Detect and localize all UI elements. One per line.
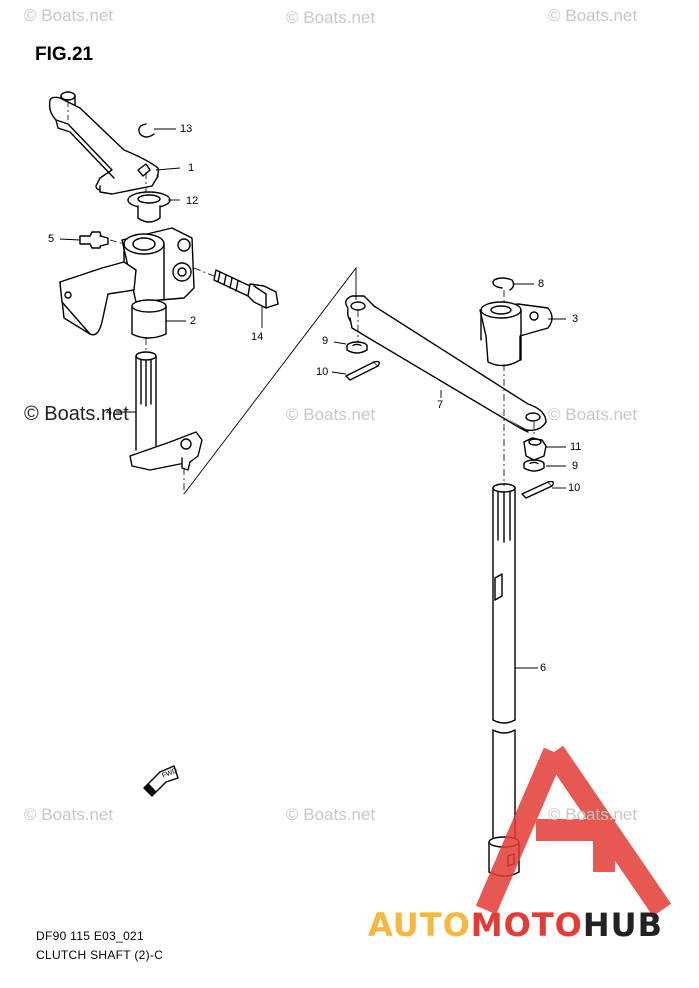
logo-part-moto: MOTO: [470, 906, 583, 944]
callout-14: 14: [251, 331, 264, 343]
callout-6: 6: [540, 662, 547, 674]
part-8-circlip: [492, 277, 515, 291]
watermark-bottom-center: © Boats.net: [286, 805, 376, 824]
watermark-mid-right: © Boats.net: [548, 405, 638, 424]
callout-9-left: 9: [322, 335, 329, 347]
leader-5: [59, 238, 81, 241]
leader-10a: [331, 371, 347, 375]
part-10-cotter-pin-left: [345, 360, 381, 381]
logo-part-hub: HUB: [582, 906, 664, 944]
part-1-clutch-lever: [48, 91, 160, 195]
callout-7: 7: [437, 399, 444, 411]
leader-1: [155, 167, 181, 171]
watermark-bottom-right: © Boats.net: [548, 805, 638, 824]
part-3-shift-lever: [479, 301, 553, 367]
part-4-lower-shaft: [129, 351, 203, 471]
fwd-arrow: [143, 765, 179, 797]
part-14-bolt: [213, 269, 279, 309]
watermark-top-right: © Boats.net: [548, 6, 638, 25]
watermark-bottom-left: © Boats.net: [24, 805, 114, 824]
watermark-top-left: © Boats.net: [24, 6, 114, 25]
part-7-link-rod: [345, 295, 547, 433]
callout-2: 2: [190, 315, 197, 327]
part-10-cotter-pin-right: [521, 480, 555, 499]
figure-code: DF90 115 E03_021: [36, 929, 144, 943]
callout-1: 1: [188, 162, 195, 174]
part-11-nut: [523, 437, 547, 461]
part-2-clutch-housing: [59, 227, 195, 339]
part-5-grease-nipple: [79, 231, 109, 249]
automotohub-triangle: [475, 745, 672, 917]
figure-name: CLUTCH SHAFT (2)-C: [36, 948, 164, 962]
watermark-top-center: © Boats.net: [286, 8, 376, 27]
callout-10-right: 10: [568, 482, 581, 494]
figure-title: FIG.21: [35, 44, 94, 65]
callout-9-right: 9: [572, 460, 579, 472]
callout-3: 3: [572, 313, 579, 325]
axis-line-bolt: [193, 267, 215, 277]
logo-part-auto: AUTO: [368, 906, 471, 944]
part-9-washer-right: [523, 459, 545, 472]
watermark-mid-center: © Boats.net: [286, 405, 376, 424]
callout-8: 8: [538, 278, 545, 290]
axis-line-nipple: [109, 239, 125, 245]
automotohub-logo: AUTOMOTOHUB: [368, 906, 663, 944]
callout-11: 11: [570, 441, 582, 453]
connection-line: [183, 266, 357, 495]
callout-5: 5: [48, 233, 55, 245]
callout-13: 13: [180, 123, 193, 135]
watermark-large: © Boats.net: [24, 403, 129, 425]
leader-9a: [333, 341, 347, 345]
callout-10-left: 10: [316, 366, 329, 378]
part-13-e-ring: [138, 123, 155, 138]
part-9-washer-left: [346, 341, 368, 354]
callout-12: 12: [186, 195, 199, 207]
part-12-bushing: [127, 191, 171, 223]
callout-4: 4: [106, 406, 113, 418]
